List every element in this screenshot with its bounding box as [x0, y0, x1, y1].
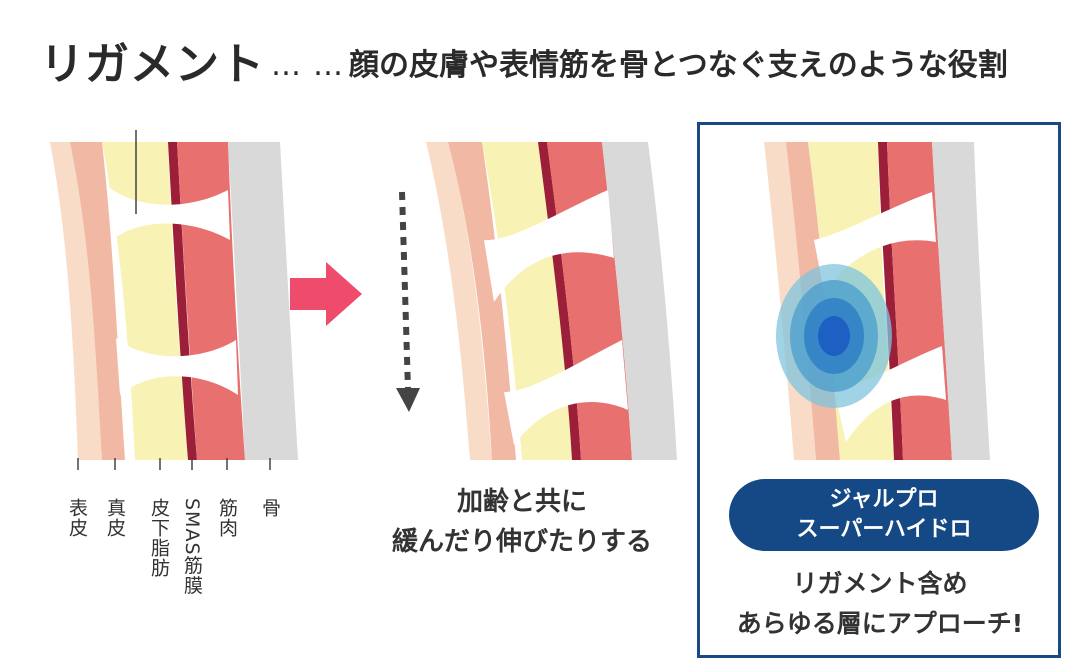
label-smas: SMAS筋膜: [181, 498, 203, 596]
product-badge: ジャルプロ スーパーハイドロ: [729, 479, 1039, 551]
right-arrow-icon: [290, 262, 362, 326]
epidermis-layer: [50, 142, 102, 460]
dermis-layer-2: [448, 142, 516, 460]
title-ligament: リガメント: [40, 39, 265, 90]
epidermis-layer-2: [426, 142, 492, 460]
bone-layer: [228, 142, 298, 460]
treatment-panel-frame: [697, 122, 1061, 658]
stretched-ligament-upper: [484, 190, 614, 302]
sagging-arrow-icon: [396, 191, 420, 412]
label-bone: 骨: [259, 498, 281, 518]
page-title: リガメント……顔の皮膚や表情筋を骨とつなぐ支えのような役割: [40, 28, 1060, 98]
aging-caption-line2: 緩んだり伸びたりする: [391, 527, 652, 557]
normal-layers-diagram: [40, 130, 310, 470]
product-name-line2: スーパーハイドロ: [796, 517, 972, 542]
title-description: 顔の皮膚や表情筋を骨とつなぐ支えのような役割: [349, 48, 1008, 83]
dermis-layer: [70, 142, 125, 460]
title-ellipsis: …: [271, 48, 301, 83]
treatment-caption-line2: あらゆる層にアプローチ!: [736, 609, 1024, 638]
bone-layer-2: [602, 142, 677, 460]
label-dermis: 真皮: [104, 498, 126, 538]
stretched-ligament-lower: [504, 340, 628, 445]
title-ellipsis-2: …: [313, 48, 343, 83]
label-epidermis: 表皮: [66, 498, 88, 538]
ligament-lower: [116, 338, 238, 395]
aging-caption: 加齢と共に 緩んだり伸びたりする: [372, 482, 672, 562]
treatment-caption: リガメント含め あらゆる層にアプローチ!: [705, 564, 1055, 644]
ligament-upper: [110, 188, 230, 240]
bone-layer-3: [932, 142, 990, 460]
sagging-layers-diagram: [422, 130, 692, 460]
treatment-layers-diagram: [752, 130, 1002, 460]
treated-ligament-lower: [834, 346, 946, 442]
label-muscle: 筋肉: [216, 498, 238, 538]
product-name-line1: ジャルプロ: [829, 487, 939, 512]
treatment-caption-line1: リガメント含め: [792, 569, 968, 598]
label-fat: 皮下脂肪: [148, 498, 170, 578]
injection-target-icon: [776, 264, 892, 408]
aging-caption-line1: 加齢と共に: [456, 487, 587, 517]
